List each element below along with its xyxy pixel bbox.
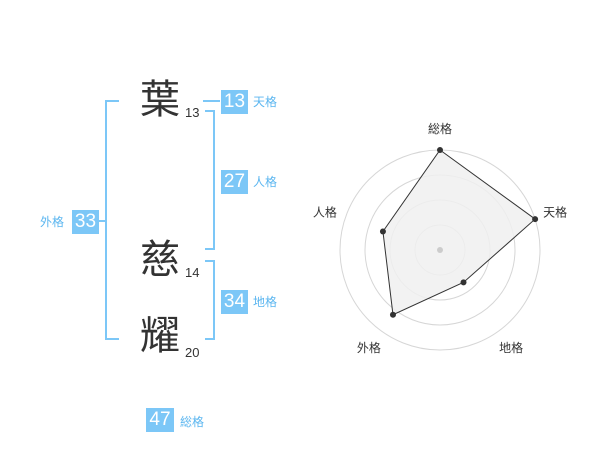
name-char-1: 葉 xyxy=(140,77,180,123)
jinkaku-bracket-top xyxy=(205,110,215,112)
radar-polygon xyxy=(382,149,536,316)
tenkaku-badge: 13 xyxy=(221,90,248,114)
radar-axis-label: 外格 xyxy=(357,340,381,355)
tenkaku-label: 天格 xyxy=(253,95,278,109)
radar-axis-label: 天格 xyxy=(543,205,567,220)
name-char-2-strokes: 14 xyxy=(185,265,200,280)
radar-axis-label: 総格 xyxy=(428,121,452,136)
jinkaku-label: 人格 xyxy=(253,175,278,189)
radar-axis-label: 地格 xyxy=(499,340,523,355)
gaikaku-bracket-bottom xyxy=(105,338,119,340)
chikaku-bracket-vertical xyxy=(213,260,215,340)
tenkaku-connector xyxy=(203,100,220,102)
soukaku-label: 総格 xyxy=(180,415,205,429)
jinkaku-bracket-bottom xyxy=(205,248,215,250)
chikaku-badge: 34 xyxy=(221,290,248,314)
name-char-3-strokes: 20 xyxy=(185,345,200,360)
gaikaku-label: 外格 xyxy=(40,215,65,229)
chikaku-bracket-top xyxy=(205,260,215,262)
chikaku-bracket-bottom xyxy=(205,338,215,340)
jinkaku-badge: 27 xyxy=(221,170,248,194)
radar-point xyxy=(532,216,539,223)
soukaku-badge: 47 xyxy=(146,408,174,432)
name-char-2: 慈 xyxy=(140,237,180,283)
chikaku-label: 地格 xyxy=(253,295,278,309)
name-char-3: 耀 xyxy=(140,313,180,359)
radar-point xyxy=(379,228,386,235)
gaikaku-badge: 33 xyxy=(72,210,99,234)
radar-point xyxy=(460,279,467,286)
radar-axis-label: 人格 xyxy=(313,205,337,220)
radar-point xyxy=(389,311,396,318)
jinkaku-bracket-vertical xyxy=(213,110,215,250)
gaikaku-bracket-top xyxy=(105,100,119,102)
radar-point xyxy=(437,147,443,153)
name-char-1-strokes: 13 xyxy=(185,105,200,120)
gaikaku-bracket-vertical xyxy=(105,100,107,340)
gaikaku-connector xyxy=(98,220,106,222)
radar-center-dot xyxy=(437,247,443,253)
